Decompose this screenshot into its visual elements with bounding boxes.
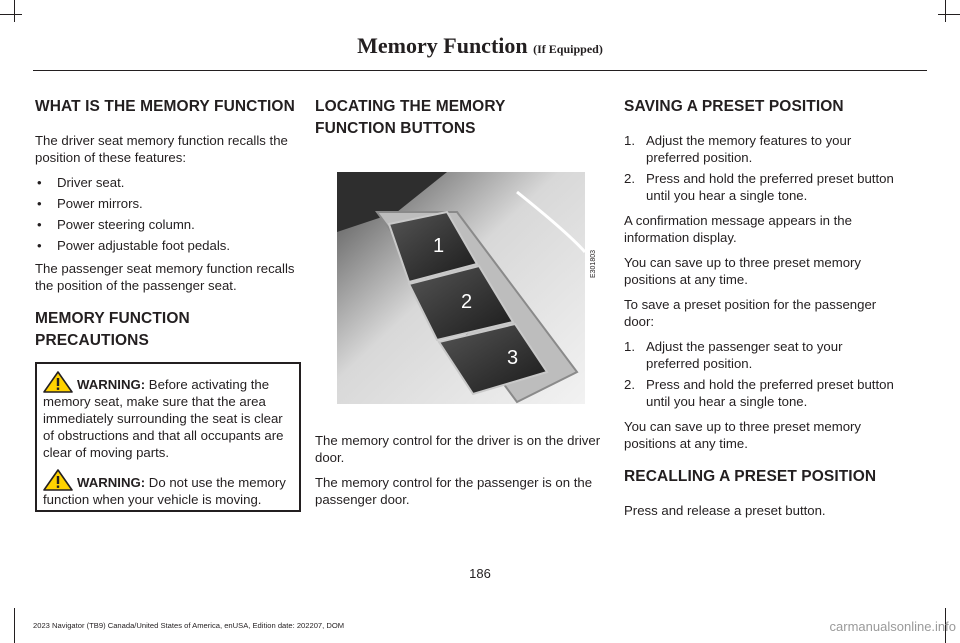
passenger-paragraph: The passenger seat memory function recal… — [35, 261, 295, 293]
section-heading-precautions-2: PRECAUTIONS — [35, 332, 149, 349]
crop-mark — [945, 0, 946, 22]
footer-edition-info: 2023 Navigator (TB9) Canada/United State… — [33, 621, 345, 630]
list-item: 2.Press and hold the preferred preset bu… — [624, 377, 894, 409]
save-limit-paragraph: You can save up to three preset memory p… — [624, 255, 862, 287]
section-heading-recalling: RECALLING A PRESET POSITION — [624, 468, 877, 485]
page-number: 186 — [469, 566, 491, 581]
list-item: Power mirrors. — [35, 195, 305, 212]
list-item: Driver seat. — [35, 174, 305, 191]
column-middle-lower: The memory control for the driver is on … — [315, 432, 605, 516]
page-title-text: Memory Function — [357, 33, 528, 58]
crop-mark — [945, 608, 946, 643]
list-item: 2.Press and hold the preferred preset bu… — [624, 171, 894, 203]
crop-mark — [938, 14, 960, 15]
preset-button-label: 2 — [461, 291, 472, 313]
header-divider — [33, 70, 927, 71]
column-middle: LOCATING THE MEMORY FUNCTION BUTTONS — [315, 88, 605, 140]
warning-label: WARNING: — [77, 377, 146, 392]
recall-paragraph: Press and release a preset button. — [624, 503, 826, 518]
column-right: SAVING A PRESET POSITION 1.Adjust the me… — [624, 88, 896, 527]
warning-label: WARNING: — [77, 475, 146, 490]
driver-steps-list: 1.Adjust the memory features to your pre… — [624, 132, 896, 204]
crop-mark — [14, 0, 15, 22]
preset-button-2 — [407, 264, 515, 342]
section-heading-precautions-1: MEMORY FUNCTION — [35, 310, 190, 327]
warning-text: Before activating the memory seat, make … — [43, 377, 284, 460]
watermark: carmanualsonline.info — [829, 619, 956, 634]
memory-buttons-illustration: 1 2 3 — [337, 172, 585, 404]
section-heading-locating-1: LOCATING THE MEMORY — [315, 98, 506, 115]
section-heading-locating-2: FUNCTION BUTTONS — [315, 120, 476, 137]
illustration-code: E301803 — [590, 250, 597, 279]
page-title: Memory Function (If Equipped) — [0, 33, 960, 59]
crop-mark — [0, 14, 22, 15]
list-item: 1.Adjust the memory features to your pre… — [624, 133, 852, 165]
list-item: 1.Adjust the passenger seat to your pref… — [624, 339, 843, 371]
button-group — [387, 210, 549, 396]
passenger-intro-paragraph: To save a preset position for the passen… — [624, 297, 877, 329]
save-limit-paragraph: You can save up to three preset memory p… — [624, 419, 862, 451]
feature-list: Driver seat. Power mirrors. Power steeri… — [35, 174, 305, 254]
warning-box: WARNING: Before activating the memory se… — [35, 362, 301, 512]
list-item: Power steering column. — [35, 216, 305, 233]
confirmation-paragraph: A confirmation message appears in the in… — [624, 213, 852, 245]
preset-button-label: 3 — [507, 347, 518, 369]
intro-paragraph: The driver seat memory function recalls … — [35, 133, 288, 165]
preset-button-3 — [437, 322, 549, 396]
preset-button-label: 1 — [433, 235, 444, 257]
column-left: WHAT IS THE MEMORY FUNCTION The driver s… — [35, 88, 305, 352]
warning-icon — [43, 469, 73, 491]
warning-paragraph: WARNING: Before activating the memory se… — [43, 371, 293, 461]
page-title-qualifier: (If Equipped) — [533, 42, 603, 56]
preset-button-1 — [387, 210, 479, 284]
warning-text: Do not use the memory function when your… — [43, 475, 286, 507]
passenger-steps-list: 1.Adjust the passenger seat to your pref… — [624, 338, 896, 410]
crop-mark — [14, 608, 15, 643]
warning-paragraph: WARNING: Do not use the memory function … — [43, 469, 293, 508]
driver-door-paragraph: The memory control for the driver is on … — [315, 433, 601, 465]
list-item: Power adjustable foot pedals. — [35, 237, 305, 254]
warning-icon — [43, 371, 73, 393]
passenger-door-paragraph: The memory control for the passenger is … — [315, 475, 593, 507]
section-heading-what-is: WHAT IS THE MEMORY FUNCTION — [35, 98, 295, 115]
section-heading-saving: SAVING A PRESET POSITION — [624, 98, 844, 115]
